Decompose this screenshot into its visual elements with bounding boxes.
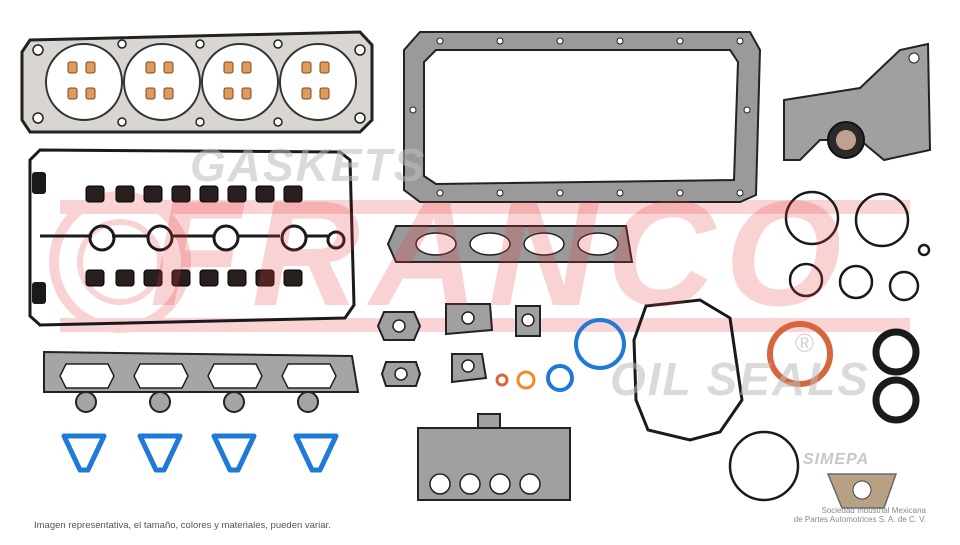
intake-manifold-gasket	[43, 350, 360, 413]
valve-stem-seals	[85, 185, 303, 287]
watermark-brand: FRANCO	[150, 169, 852, 337]
valve-cover-gasket	[28, 148, 356, 327]
o-rings	[784, 190, 931, 302]
watermark-oil-seals-text: OIL SEALS	[610, 353, 870, 405]
rear-seal-housing-gasket	[783, 42, 932, 162]
small-seals	[495, 318, 626, 392]
registered-mark: ®	[795, 328, 817, 358]
distributor-line-1: Sociedad Industrial Mexicana	[821, 506, 926, 515]
distributor-line-2: de Partes Automotrices S. A. de C. V.	[793, 515, 926, 524]
exhaust-flange-gasket	[826, 473, 898, 509]
distributor-logo: SIMEPA	[803, 451, 870, 468]
throttle-body-gasket	[417, 413, 571, 501]
image-disclaimer: Imagen representativa, el tamaño, colore…	[34, 520, 331, 531]
front-crank-seals	[728, 321, 920, 502]
intake-runner-seals	[61, 433, 339, 473]
timing-cover-gasket	[632, 298, 744, 442]
small-gasket-holes	[392, 311, 535, 381]
watermark-gaskets-text: GASKETS	[190, 139, 427, 191]
exhaust-manifold-gasket	[386, 225, 634, 263]
cylinder-head-gasket	[20, 30, 374, 134]
oil-pan-gasket	[403, 31, 762, 203]
